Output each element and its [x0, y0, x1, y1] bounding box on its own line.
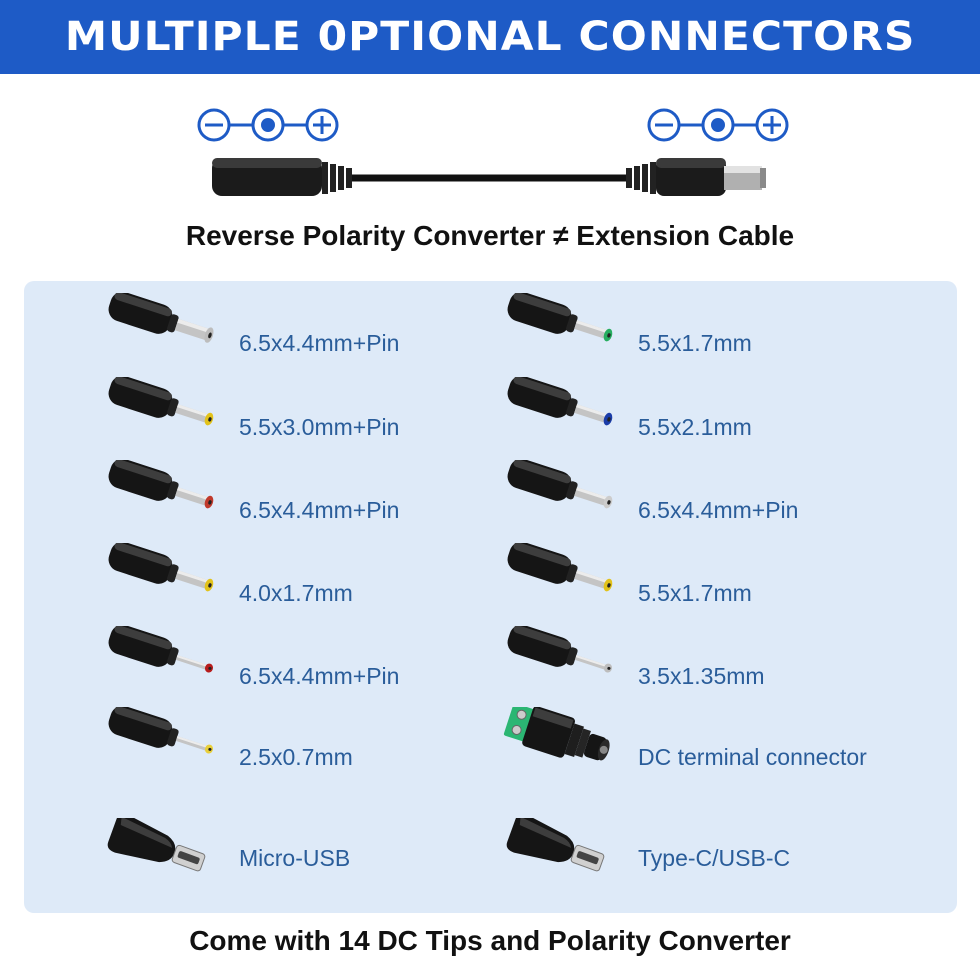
tip-label: 6.5x4.4mm+Pin — [638, 497, 799, 523]
tip-label: Type-C/USB-C — [638, 845, 791, 871]
polarity-converter-cable — [0, 100, 980, 210]
dc-tip-icon — [503, 458, 623, 524]
tip-label: 5.5x1.7mm — [638, 330, 752, 356]
terminal-connector-icon — [503, 703, 623, 771]
right-polarity-symbol — [647, 108, 789, 142]
tip-label: Micro-USB — [239, 845, 351, 871]
dc-tip-icon — [104, 375, 224, 441]
dc-tip-icon — [104, 705, 224, 771]
tip-label: 5.5x1.7mm — [638, 580, 752, 606]
tip-label: 2.5x0.7mm — [239, 744, 353, 770]
usb-connector-icon — [503, 814, 623, 882]
usb-connector-icon — [104, 814, 224, 882]
dc-tip-icon — [503, 624, 623, 690]
dc-tip-icon — [104, 541, 224, 607]
dc-tip-icon — [503, 541, 623, 607]
left-polarity-symbol — [197, 108, 339, 142]
tip-label: DC terminal connector — [638, 744, 867, 770]
tip-label: 5.5x2.1mm — [638, 414, 752, 440]
female-barrel-icon — [212, 158, 352, 196]
tip-label: 4.0x1.7mm — [239, 580, 353, 606]
dc-tip-icon — [104, 624, 224, 690]
footer-caption: Come with 14 DC Tips and Polarity Conver… — [189, 925, 791, 956]
tip-label: 5.5x3.0mm+Pin — [239, 414, 400, 440]
dc-tip-icon — [503, 375, 623, 441]
header-banner: MULTIPLE 0PTIONAL CONNECTORS — [0, 0, 980, 74]
tips-panel — [24, 281, 957, 913]
cable-caption: Reverse Polarity Converter ≠ Extension C… — [185, 220, 795, 251]
tip-label: 6.5x4.4mm+Pin — [239, 497, 400, 523]
male-barrel-icon — [626, 158, 766, 196]
dc-tip-icon — [104, 458, 224, 524]
tip-label: 6.5x4.4mm+Pin — [239, 330, 400, 356]
dc-tip-icon — [503, 291, 623, 357]
page-title: MULTIPLE 0PTIONAL CONNECTORS — [64, 14, 916, 60]
tip-label: 3.5x1.35mm — [638, 663, 765, 689]
dc-tip-icon — [104, 291, 224, 357]
tip-label: 6.5x4.4mm+Pin — [239, 663, 400, 689]
